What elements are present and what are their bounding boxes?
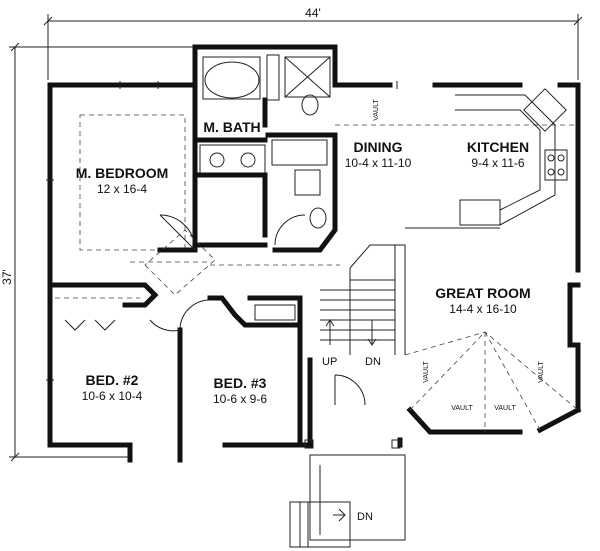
vault-label-bottom-right: VAULT bbox=[494, 405, 516, 412]
bed3-size: 10-6 x 9-6 bbox=[213, 392, 267, 406]
bed2-size: 10-6 x 10-4 bbox=[82, 389, 143, 403]
dining-name: DINING bbox=[354, 139, 403, 155]
entry-down-label: DN bbox=[357, 511, 373, 523]
exterior-walls bbox=[47, 44, 582, 463]
master-bedroom-size: 12 x 16-4 bbox=[97, 182, 147, 196]
kitchen-name: KITCHEN bbox=[467, 139, 529, 155]
bed2-name: BED. #2 bbox=[86, 372, 139, 388]
width-label: 44' bbox=[305, 6, 321, 20]
stairs: UP DN bbox=[320, 244, 406, 368]
hall bbox=[130, 229, 340, 296]
vault-label-right: VAULT bbox=[538, 361, 545, 383]
width-dimension: 44' bbox=[43, 6, 583, 28]
dining-kitchen: DINING 10-4 x 11-10 KITCHEN 9-4 x 11-6 V… bbox=[335, 88, 578, 229]
vault-label-dining: VAULT bbox=[373, 99, 380, 121]
depth-dimension: 37' bbox=[0, 42, 21, 462]
great-room-name: GREAT ROOM bbox=[435, 285, 530, 301]
master-bedroom: M. BEDROOM 12 x 16-4 bbox=[47, 82, 198, 288]
vault-label-bottom-left: VAULT bbox=[451, 405, 473, 412]
stair-up-label: UP bbox=[322, 356, 337, 368]
bedroom-2: BED. #2 10-6 x 10-4 bbox=[47, 282, 183, 448]
vault-label-left: VAULT bbox=[423, 361, 430, 383]
master-bath-name: M. BATH bbox=[203, 119, 260, 135]
dining-size: 10-4 x 11-10 bbox=[345, 156, 412, 170]
entry: DN bbox=[289, 357, 406, 548]
stair-down-label: DN bbox=[365, 356, 381, 368]
bed3-name: BED. #3 bbox=[214, 375, 267, 391]
master-bath: M. BATH bbox=[192, 54, 338, 253]
great-room-size: 14-4 x 16-10 bbox=[449, 302, 517, 316]
depth-label: 37' bbox=[0, 269, 14, 285]
great-room: GREAT ROOM 14-4 x 16-10 VAULT VAULT VAUL… bbox=[404, 285, 579, 432]
kitchen-size: 9-4 x 11-6 bbox=[471, 156, 524, 170]
master-bedroom-name: M. BEDROOM bbox=[76, 165, 169, 181]
bedroom-3: BED. #3 10-6 x 9-6 bbox=[149, 295, 303, 448]
